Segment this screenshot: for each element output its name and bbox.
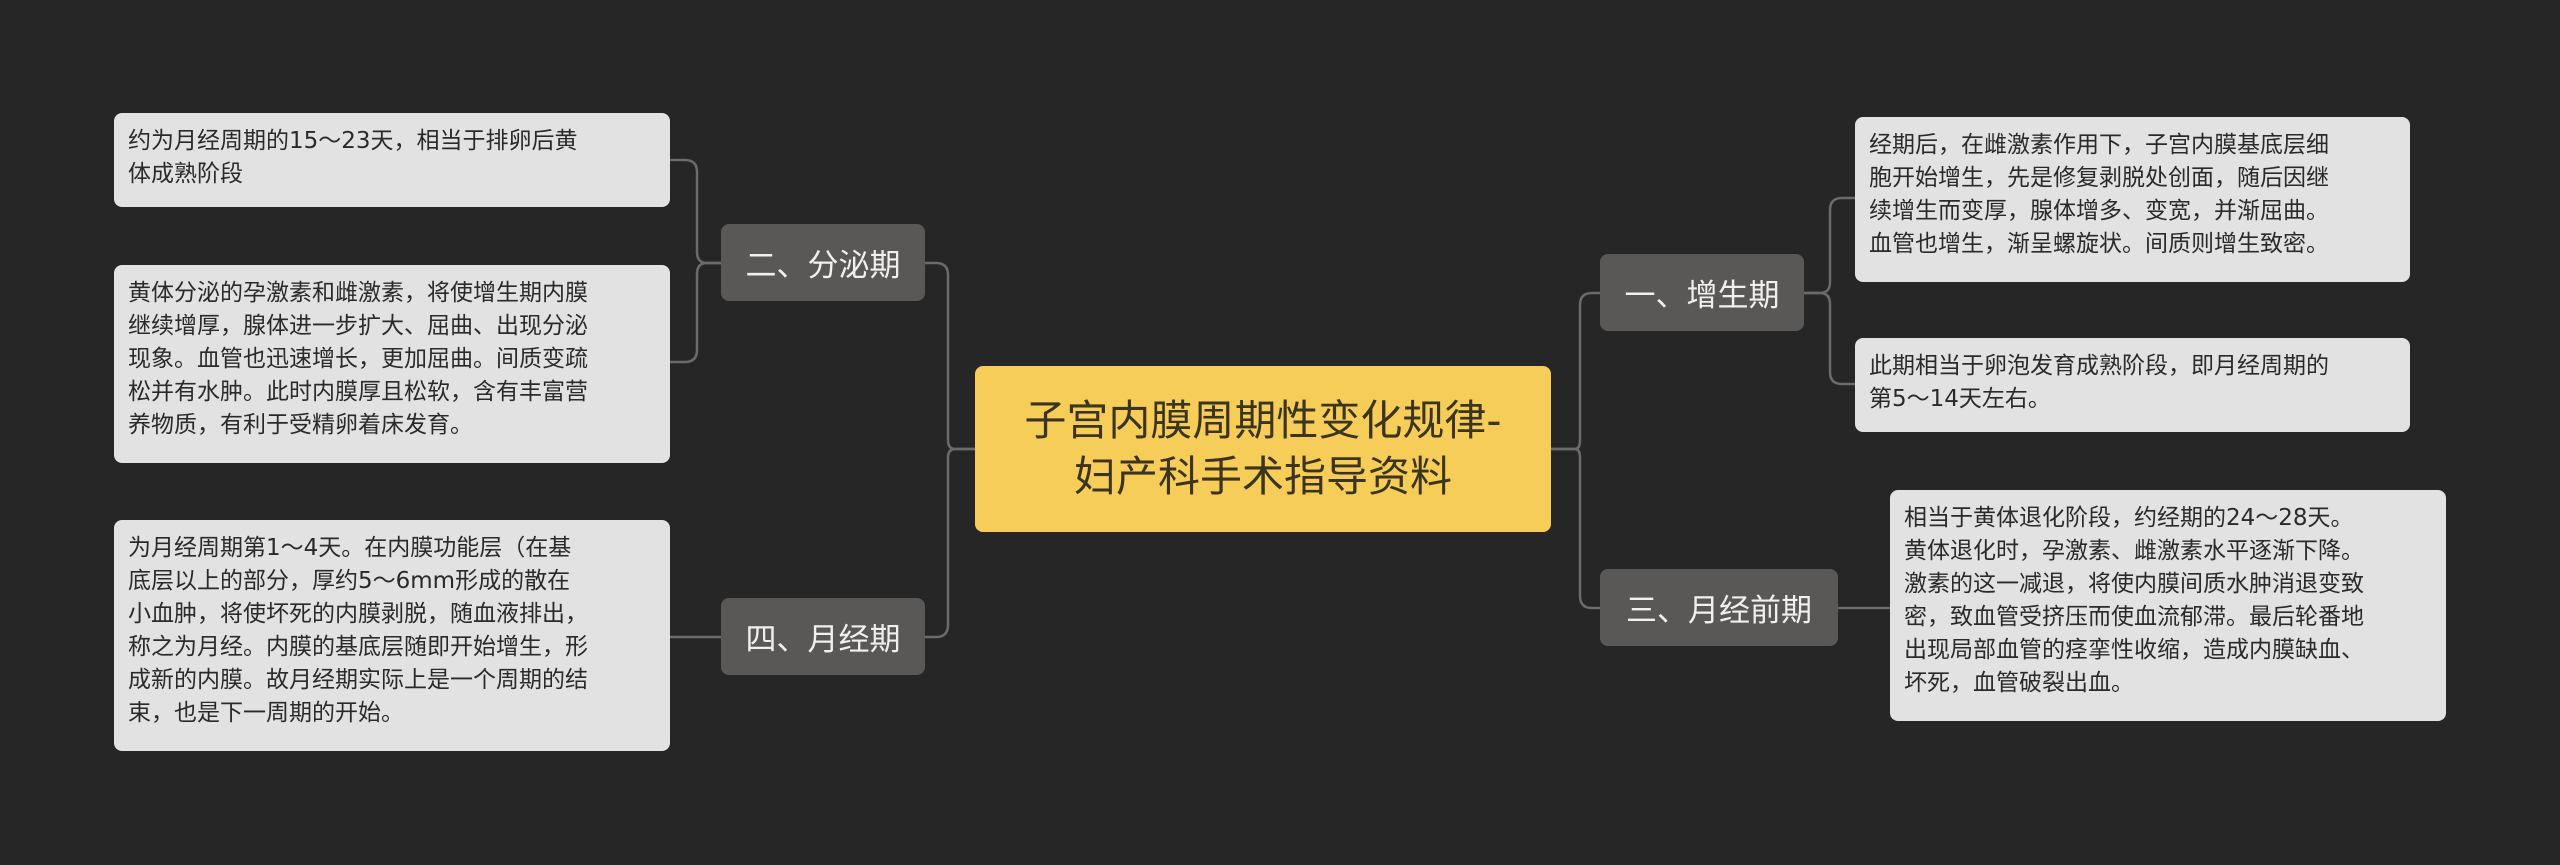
root-topic-title: 子宫内膜周期性变化规律- 妇产科手术指导资料	[1024, 396, 1502, 501]
branch-label: 三、月经前期	[1626, 593, 1812, 629]
leaf-secretory-timing[interactable]: 约为月经周期的15～23天，相当于排卵后黄 体成熟阶段	[114, 113, 670, 207]
branch-label: 二、分泌期	[745, 248, 901, 284]
leaf-text: 经期后，在雌激素作用下，子宫内膜基底层细 胞开始增生，先是修复剥脱处创面，随后因…	[1869, 132, 2329, 257]
link-root-proliferative	[1551, 291, 1600, 451]
branch-label: 四、月经期	[745, 622, 901, 658]
leaf-secretory-description[interactable]: 黄体分泌的孕激素和雌激素，将使增生期内膜 继续增厚，腺体进一步扩大、屈曲、出现分…	[114, 265, 670, 463]
leaf-premenstrual-description[interactable]: 相当于黄体退化阶段，约经期的24～28天。 黄体退化时，孕激素、雌激素水平逐渐下…	[1890, 490, 2446, 721]
leaf-proliferative-timing[interactable]: 此期相当于卵泡发育成熟阶段，即月经周期的 第5～14天左右。	[1855, 338, 2410, 432]
leaf-menstrual-description[interactable]: 为月经周期第1～4天。在内膜功能层（在基 底层以上的部分，厚约5～6mm形成的散…	[114, 520, 670, 751]
link-proliferative-leaf1	[1804, 196, 1855, 295]
link-root-premenstrual	[1551, 447, 1600, 610]
link-secretory-leaf2	[670, 261, 721, 364]
branch-proliferative[interactable]: 一、增生期	[1600, 254, 1804, 331]
leaf-text: 约为月经周期的15～23天，相当于排卵后黄 体成熟阶段	[128, 128, 578, 187]
branch-premenstrual[interactable]: 三、月经前期	[1600, 569, 1838, 646]
link-proliferative-leaf2	[1804, 291, 1855, 386]
leaf-proliferative-description[interactable]: 经期后，在雌激素作用下，子宫内膜基底层细 胞开始增生，先是修复剥脱处创面，随后因…	[1855, 117, 2410, 282]
link-secretory-leaf1	[670, 158, 721, 265]
leaf-text: 黄体分泌的孕激素和雌激素，将使增生期内膜 继续增厚，腺体进一步扩大、屈曲、出现分…	[128, 280, 588, 438]
branch-menstrual[interactable]: 四、月经期	[721, 598, 925, 675]
leaf-text: 相当于黄体退化阶段，约经期的24～28天。 黄体退化时，孕激素、雌激素水平逐渐下…	[1904, 505, 2364, 696]
branch-secretory[interactable]: 二、分泌期	[721, 224, 925, 301]
link-root-secretory	[925, 261, 975, 451]
branch-label: 一、增生期	[1624, 278, 1780, 314]
root-topic[interactable]: 子宫内膜周期性变化规律- 妇产科手术指导资料	[975, 366, 1551, 532]
leaf-text: 为月经周期第1～4天。在内膜功能层（在基 底层以上的部分，厚约5～6mm形成的散…	[128, 535, 588, 726]
leaf-text: 此期相当于卵泡发育成熟阶段，即月经周期的 第5～14天左右。	[1869, 353, 2329, 412]
link-root-menstrual	[925, 447, 975, 639]
